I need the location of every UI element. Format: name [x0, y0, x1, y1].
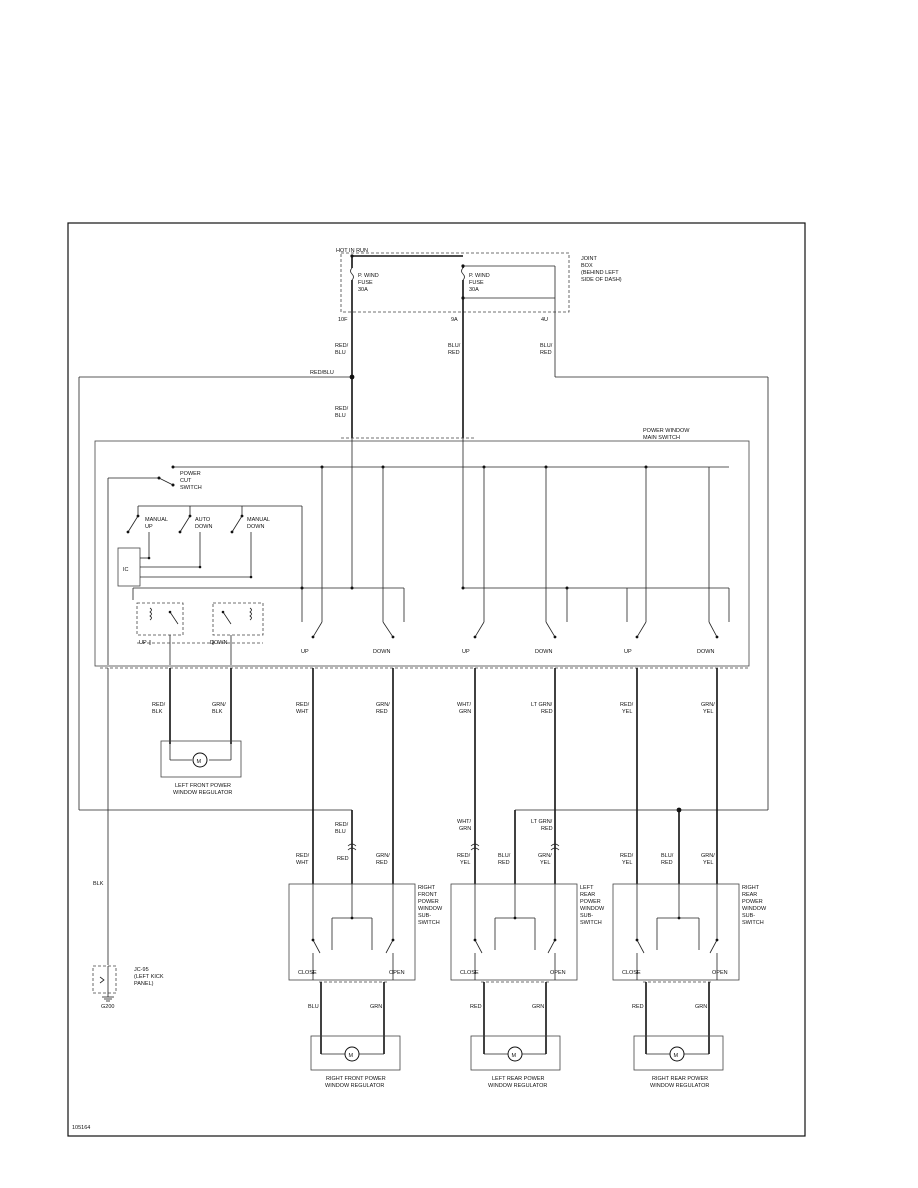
svg-text:RED/BLU: RED/BLU	[335, 406, 349, 419]
right-front-sub-switch: CLOSE OPEN	[288, 883, 416, 981]
svg-text:CLOSE: CLOSE	[460, 970, 479, 976]
motor-icon	[192, 752, 208, 768]
svg-text:M: M	[197, 759, 202, 765]
svg-text:BLU/RED: BLU/RED	[448, 343, 461, 356]
jc-95-connector	[92, 965, 117, 994]
svg-text:LT GRN/RED: LT GRN/RED	[531, 702, 553, 715]
svg-text:UP: UP	[624, 649, 632, 655]
svg-text:M: M	[349, 1053, 354, 1059]
svg-text:RED/YEL: RED/YEL	[620, 853, 634, 866]
svg-text:M: M	[674, 1053, 679, 1059]
svg-text:DOWN: DOWN	[697, 649, 714, 655]
svg-text:RED/YEL: RED/YEL	[620, 702, 634, 715]
svg-text:OPEN: OPEN	[389, 970, 405, 976]
svg-text:RED: RED	[337, 856, 349, 862]
svg-text:DOWN: DOWN	[373, 649, 390, 655]
svg-text:CLOSE: CLOSE	[298, 970, 317, 976]
right-rear-window-regulator: M	[633, 1035, 724, 1071]
svg-text:WHT/GRN: WHT/GRN	[457, 819, 472, 832]
svg-text:BLU/RED: BLU/RED	[540, 343, 553, 356]
fuse-symbol	[350, 267, 354, 281]
left-rear-window-regulator: M	[470, 1035, 561, 1071]
svg-text:M: M	[512, 1053, 517, 1059]
svg-text:DOWN: DOWN	[210, 640, 227, 646]
motor-icon	[507, 1046, 523, 1062]
svg-text:BLU/RED: BLU/RED	[498, 853, 511, 866]
svg-text:BLK: BLK	[93, 881, 104, 887]
svg-text:RED/WHT: RED/WHT	[296, 853, 310, 866]
up-relay	[136, 602, 184, 636]
svg-text:RED/BLK: RED/BLK	[152, 702, 166, 715]
svg-text:RED/BLU: RED/BLU	[335, 343, 349, 356]
inline-connectors	[347, 843, 560, 851]
svg-text:RED/BLU: RED/BLU	[310, 370, 334, 376]
svg-text:BLU/RED: BLU/RED	[661, 853, 674, 866]
left-front-window-regulator: M	[160, 740, 242, 778]
motor-icon	[669, 1046, 685, 1062]
svg-text:GRN/YEL: GRN/YEL	[701, 853, 715, 866]
svg-text:GRN/YEL: GRN/YEL	[538, 853, 552, 866]
svg-text:GRN/RED: GRN/RED	[376, 702, 390, 715]
svg-text:GRN: GRN	[370, 1004, 382, 1010]
svg-text:GRN/RED: GRN/RED	[376, 853, 390, 866]
svg-text:9A: 9A	[451, 317, 458, 323]
svg-text:UP: UP	[301, 649, 309, 655]
svg-text:10F: 10F	[338, 317, 348, 323]
fuse-symbol	[461, 267, 465, 281]
svg-text:UP: UP	[462, 649, 470, 655]
hot-in-run-label: HOT IN RUN	[336, 248, 368, 254]
svg-text:4U: 4U	[541, 317, 548, 323]
svg-text:DOWN: DOWN	[535, 649, 552, 655]
down-relay	[212, 602, 264, 636]
figure-id: 105164	[72, 1125, 90, 1131]
svg-text:RED/YEL: RED/YEL	[457, 853, 471, 866]
svg-text:OPEN: OPEN	[712, 970, 728, 976]
diagram-frame	[67, 222, 806, 1137]
joint-box-outline	[340, 252, 570, 313]
motor-icon	[344, 1046, 360, 1062]
ic-block	[117, 547, 141, 587]
right-rear-sub-switch: CLOSE OPEN	[612, 883, 740, 981]
svg-text:GRN/YEL: GRN/YEL	[701, 702, 715, 715]
svg-text:RED/BLU: RED/BLU	[335, 822, 349, 835]
svg-text:GRN: GRN	[532, 1004, 544, 1010]
svg-text:WHT/GRN: WHT/GRN	[457, 702, 472, 715]
svg-text:RED: RED	[470, 1004, 482, 1010]
svg-text:IC: IC	[123, 567, 129, 573]
right-front-window-regulator: M	[310, 1035, 401, 1071]
left-rear-sub-switch: CLOSE OPEN	[450, 883, 578, 981]
svg-text:UP: UP	[139, 640, 147, 646]
svg-text:RED/WHT: RED/WHT	[296, 702, 310, 715]
svg-text:GRN: GRN	[695, 1004, 707, 1010]
svg-text:GRN/BLK: GRN/BLK	[212, 702, 226, 715]
svg-text:CLOSE: CLOSE	[622, 970, 641, 976]
svg-text:G200: G200	[101, 1004, 114, 1010]
svg-text:OPEN: OPEN	[550, 970, 566, 976]
main-switch-outline	[94, 440, 750, 667]
svg-text:RED: RED	[632, 1004, 644, 1010]
svg-text:BLU: BLU	[308, 1004, 319, 1010]
svg-text:LT GRN/RED: LT GRN/RED	[531, 819, 553, 832]
